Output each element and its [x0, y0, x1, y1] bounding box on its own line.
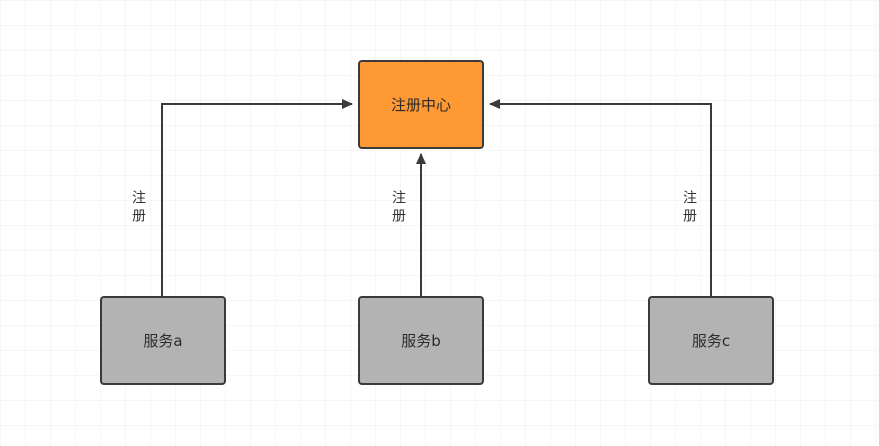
edge-b-label: 注册	[390, 190, 406, 226]
service-b-node[interactable]: 服务b	[358, 296, 484, 385]
service-a-label: 服务a	[143, 332, 183, 350]
service-a-node[interactable]: 服务a	[100, 296, 226, 385]
service-c-label: 服务c	[691, 332, 731, 350]
edge-c-to-center	[489, 99, 712, 296]
service-b-label: 服务b	[401, 332, 441, 350]
registry-center-node[interactable]: 注册中心	[358, 60, 484, 149]
edge-a-to-center	[161, 99, 353, 296]
edge-a-label: 注册	[130, 190, 146, 226]
edge-c-label: 注册	[681, 190, 697, 226]
registry-center-label: 注册中心	[390, 96, 451, 114]
service-c-node[interactable]: 服务c	[648, 296, 774, 385]
